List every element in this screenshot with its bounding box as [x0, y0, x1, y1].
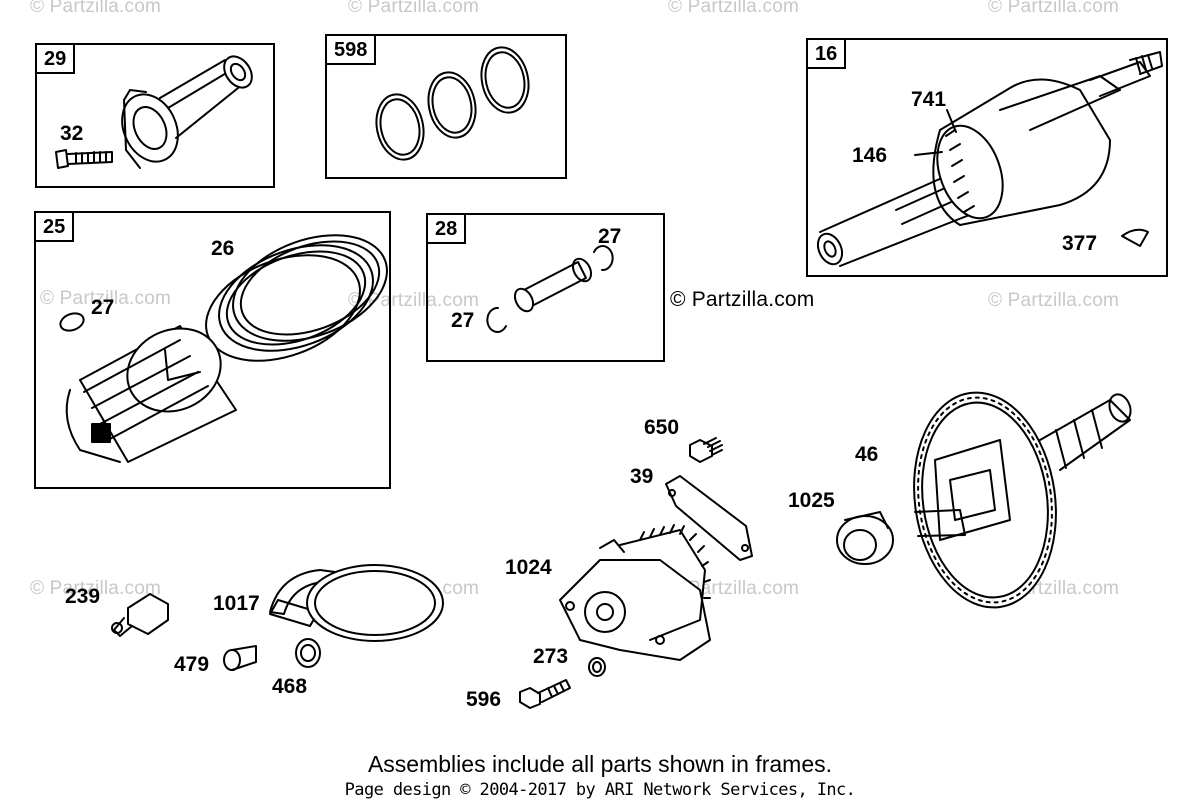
piston-pin-drawing — [486, 245, 614, 333]
ring-set-drawing — [375, 46, 530, 161]
oring-468-drawing — [295, 638, 321, 668]
part-label-377: 377 — [1062, 232, 1098, 255]
watermark: © Partzilla.com — [348, 290, 480, 311]
part-label-273: 273 — [533, 645, 569, 668]
assemblies-note: Assemblies include all parts shown in fr… — [367, 751, 833, 777]
part-label-26: 26 — [211, 237, 235, 260]
frame-tag: 25 — [34, 211, 75, 242]
part-label-741: 741 — [911, 88, 947, 111]
frame-tag: 28 — [426, 213, 467, 244]
part-label-650: 650 — [644, 416, 680, 439]
frame-piston-pin: 28 — [426, 213, 665, 362]
frame-tag: 29 — [35, 43, 76, 74]
frame-connecting-rod: 29 — [35, 43, 275, 188]
part-label-27: 27 — [598, 225, 622, 248]
part-label-146: 146 — [852, 144, 888, 167]
watermark: © Partzilla.com — [668, 0, 800, 17]
part-label-27: 27 — [91, 296, 115, 319]
frame-piston: 25 — [34, 211, 391, 489]
part-label-27: 27 — [451, 309, 475, 332]
governor-1025-drawing — [836, 511, 894, 565]
cam-gear-drawing — [913, 391, 1132, 609]
part-label-239: 239 — [65, 585, 101, 608]
watermark: © Partzilla.com — [40, 288, 172, 309]
part-label-1024: 1024 — [505, 556, 552, 579]
copyright-line: Page design © 2004-2017 by ARI Network S… — [344, 780, 856, 800]
bolt-596-drawing — [519, 679, 571, 709]
watermark: © Partzilla.com — [988, 290, 1120, 311]
pickup-1017-drawing — [269, 564, 444, 642]
frame-crankshaft: 16 — [806, 38, 1168, 277]
part-label-46: 46 — [855, 443, 879, 466]
part-label-39: 39 — [630, 465, 654, 488]
frame-tag: 16 — [806, 38, 847, 69]
frame-tag: 598 — [325, 34, 377, 65]
piston-drawing — [59, 234, 388, 463]
washer-273-drawing — [588, 657, 606, 677]
part-label-468: 468 — [272, 675, 308, 698]
part-label-1025: 1025 — [788, 489, 835, 512]
crankshaft-drawing — [816, 51, 1163, 267]
fitting-479-drawing — [223, 645, 257, 671]
part-label-479: 479 — [174, 653, 210, 676]
connecting-rod-drawing — [55, 55, 253, 169]
part-label-32: 32 — [60, 122, 84, 145]
frame-rings-598: 598 — [325, 34, 567, 179]
oil-pump-drawing — [559, 524, 711, 661]
watermark: © Partzilla.com — [30, 578, 162, 599]
sensor-239-drawing — [111, 593, 169, 637]
screw-650-drawing — [689, 437, 723, 463]
part-label-1017: 1017 — [213, 592, 260, 615]
watermark: © Partzilla.com — [988, 0, 1120, 17]
watermark: © Partzilla.com — [348, 0, 480, 17]
watermark-prominent: © Partzilla.com — [670, 288, 815, 311]
cover-39-drawing — [665, 475, 753, 561]
part-label-596: 596 — [466, 688, 502, 711]
watermark: © Partzilla.com — [30, 0, 162, 17]
